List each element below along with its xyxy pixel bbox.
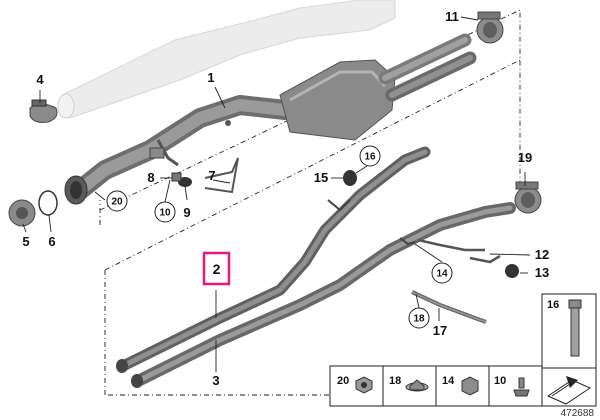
- gasket-5: [8, 199, 36, 227]
- bracket-17: [411, 290, 487, 324]
- callout-16: 16: [359, 145, 381, 167]
- callout-13: 13: [535, 265, 549, 280]
- svg-text:18: 18: [389, 375, 401, 387]
- callout-7: 7: [208, 168, 215, 183]
- rear-silencer-ghost: [57, 0, 396, 119]
- svg-text:20: 20: [111, 197, 123, 208]
- part-item-10: 10: [494, 375, 530, 397]
- callout-1: 1: [207, 70, 214, 85]
- callout-18: 18: [408, 307, 430, 329]
- callout-9: 9: [183, 205, 190, 220]
- hangers-7-8-9: [149, 139, 239, 194]
- part-item-20: 20: [337, 375, 373, 394]
- hangers-12-13-14-15: [343, 170, 519, 278]
- part-item-18: 18: [389, 375, 429, 392]
- front-pipe-catalytic-converter: [64, 33, 477, 205]
- svg-text:14: 14: [442, 375, 455, 387]
- svg-text:16: 16: [364, 152, 376, 163]
- part-item-14: 14: [442, 375, 479, 396]
- svg-text:10: 10: [159, 208, 171, 219]
- clamp-11: [476, 11, 504, 44]
- callout-5: 5: [22, 234, 29, 249]
- clamp-4: [29, 99, 58, 123]
- svg-text:2: 2: [213, 261, 221, 277]
- callout-19: 19: [518, 150, 532, 165]
- svg-text:10: 10: [494, 375, 506, 387]
- svg-text:14: 14: [436, 269, 448, 280]
- reference-arrow-icon: [546, 376, 592, 405]
- callout-8: 8: [147, 170, 154, 185]
- callout-4: 4: [36, 72, 44, 87]
- callout-2-highlighted: 2: [202, 251, 231, 286]
- callout-11: 11: [445, 9, 459, 24]
- leader-lines: [22, 16, 531, 372]
- svg-text:18: 18: [413, 314, 425, 325]
- sealing-ring-6: [38, 190, 58, 216]
- callout-20: 20: [106, 190, 128, 212]
- callout-3: 3: [212, 373, 219, 388]
- callout-6: 6: [48, 234, 55, 249]
- callout-12: 12: [535, 247, 549, 262]
- callout-17: 17: [433, 323, 447, 338]
- parts-detail-box: 20 18 14 10 16: [329, 293, 597, 407]
- callout-14: 14: [431, 262, 453, 284]
- clamp-19: [514, 181, 542, 214]
- document-id: 472688: [561, 408, 595, 419]
- svg-text:16: 16: [547, 299, 559, 311]
- center-pipes-2-3: [116, 146, 516, 388]
- part-item-16-bolt: 16: [547, 299, 582, 357]
- svg-text:20: 20: [337, 375, 349, 387]
- assembly-boundary-lines: [99, 9, 521, 396]
- callout-15: 15: [314, 170, 328, 185]
- callout-10: 10: [154, 201, 176, 223]
